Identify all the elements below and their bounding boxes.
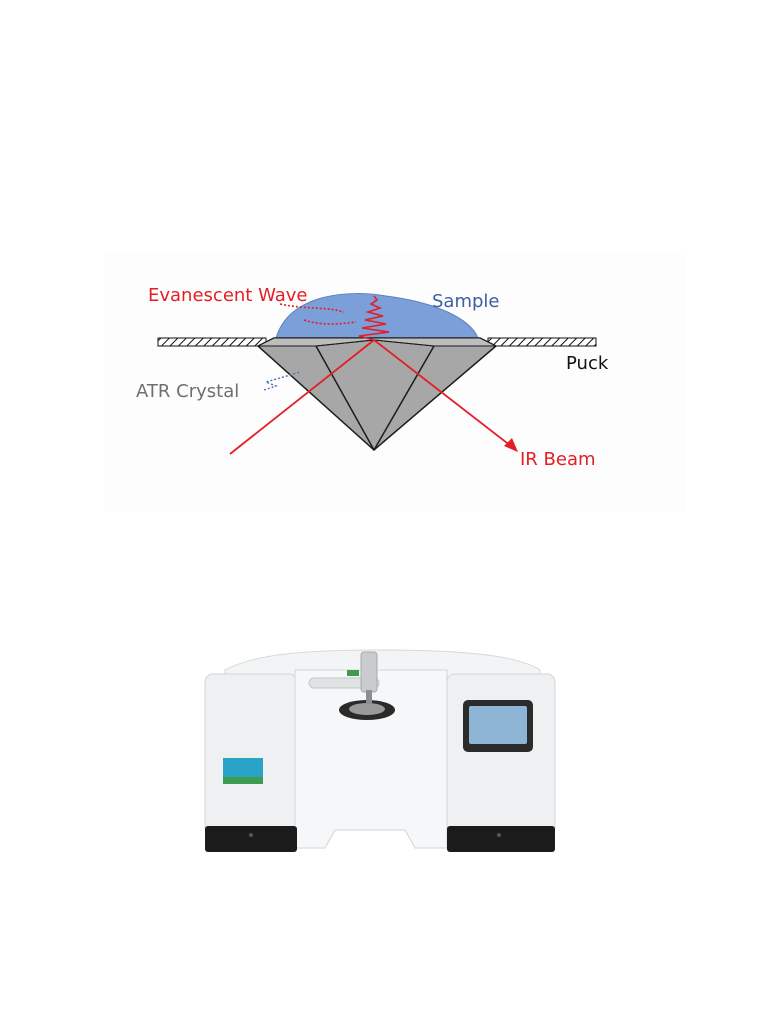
ir-beam-out bbox=[373, 339, 512, 447]
evanescent-wave-leader bbox=[279, 303, 357, 325]
atr-crystal-leader bbox=[263, 371, 301, 391]
atr-diagram-svg: Evanescent Wave Sample Puck ATR Crystal … bbox=[136, 285, 609, 470]
ftir-spectrometer-illustration bbox=[204, 649, 556, 852]
crystal-facet-edge bbox=[373, 339, 435, 347]
touchscreen bbox=[469, 706, 527, 744]
puck-left-plate bbox=[157, 337, 267, 347]
label-ir-beam: IR Beam bbox=[520, 449, 596, 470]
atr-diagram: Evanescent Wave Sample Puck ATR Crystal … bbox=[104, 250, 686, 512]
fastener bbox=[249, 833, 253, 837]
ftir-spectrometer-icon bbox=[195, 630, 565, 860]
instrument-base-right bbox=[447, 826, 555, 852]
pressure-tip bbox=[366, 690, 372, 704]
label-puck: Puck bbox=[566, 353, 609, 374]
crystal-facet-edge bbox=[315, 345, 375, 451]
sample-dome bbox=[275, 293, 479, 339]
instrument-base-left bbox=[205, 826, 297, 852]
atr-crystal bbox=[256, 337, 498, 451]
pressure-tower bbox=[360, 651, 378, 693]
instrument-left-module bbox=[204, 673, 298, 835]
fastener bbox=[497, 833, 501, 837]
crystal-facet-edge bbox=[315, 339, 375, 347]
puck-right-plate bbox=[487, 337, 597, 347]
ir-beam-arrowhead bbox=[504, 438, 518, 452]
ir-beam-in bbox=[229, 339, 375, 455]
crystal-facet-edge bbox=[373, 345, 435, 451]
green-indicator bbox=[347, 670, 359, 676]
label-evanescent-wave: Evanescent Wave bbox=[148, 285, 307, 306]
label-sample: Sample bbox=[432, 291, 500, 312]
evanescent-wave bbox=[358, 295, 390, 341]
brand-badge-stripe bbox=[223, 777, 263, 784]
atr-sample-plate-ring bbox=[349, 703, 385, 715]
instrument-right-module bbox=[446, 673, 556, 835]
label-atr-crystal: ATR Crystal bbox=[136, 381, 239, 402]
